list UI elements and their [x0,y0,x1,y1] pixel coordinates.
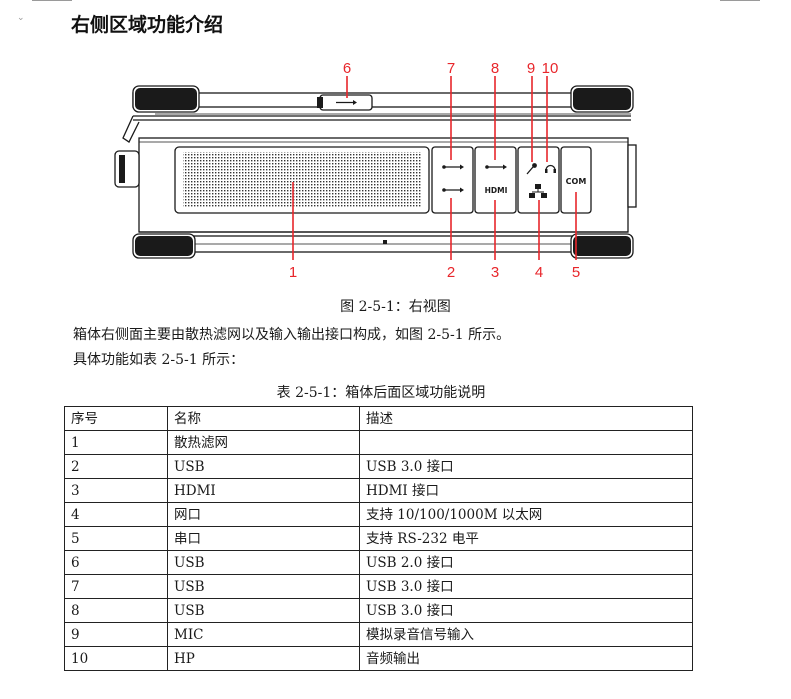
com-port-label: COM [566,177,587,186]
table-row: 2 USB USB 3.0 接口 [64,454,693,479]
table-row: 7 USB USB 3.0 接口 [64,574,693,599]
cell-index: 5 [64,526,168,551]
cell-name: MIC [167,622,360,647]
callout-8: 8 [491,60,499,77]
figure-caption: 图 2-5-1：右视图 [340,299,451,315]
top-rule-right [720,0,760,1]
hdmi-port-label: HDMI [485,186,508,195]
cell-index: 4 [64,502,168,527]
cell-index: 7 [64,574,168,599]
usb-icon [442,164,464,170]
callout-3: 3 [491,264,499,281]
table-row: 8 USB USB 3.0 接口 [64,598,693,623]
cell-index: 10 [64,646,168,671]
device-line-art [114,85,637,259]
table-caption: 表 2-5-1：箱体后面区域功能说明 [276,385,486,401]
port-icons [442,163,556,198]
callout-9: 9 [527,60,535,77]
cell-name: USB [167,574,360,599]
usb3-port-group [431,146,474,214]
cell-name: HP [167,646,360,671]
mic-icon [526,163,537,175]
table-row: 5 串口 支持 RS-232 电平 [64,526,693,551]
collapse-chevron-icon[interactable]: ⌄ [17,13,25,23]
callout-4: 4 [535,264,543,281]
ethernet-icon [529,184,547,198]
cell-description: USB 3.0 接口 [359,574,693,599]
callout-1: 1 [289,264,297,281]
top-rule-left [32,0,72,1]
callout-10: 10 [542,60,559,77]
callout-6: 6 [343,60,351,77]
callout-5: 5 [572,264,580,281]
cell-name: USB [167,454,360,479]
header-index: 序号 [64,406,168,431]
cell-index: 3 [64,478,168,503]
cell-name: 串口 [167,526,360,551]
callout-7: 7 [447,60,455,77]
function-table: 序号 名称 描述 1 散热滤网 2 USB USB 3.0 接口 3 HDMI … [64,406,693,671]
cell-description: 支持 10/100/1000M 以太网 [359,502,693,527]
cell-index: 1 [64,430,168,455]
header-name: 名称 [167,406,360,431]
cell-description: 音频输出 [359,646,693,671]
cell-description: 模拟录音信号输入 [359,622,693,647]
usb-icon [442,187,464,193]
cell-description: USB 3.0 接口 [359,598,693,623]
page-title: 右侧区域功能介绍 [71,14,224,36]
callout-2: 2 [447,264,455,281]
device-top-bar [132,92,632,108]
device-right-view-figure: HDMI COM 6 7 8 9 10 1 2 3 4 5 [114,60,637,281]
table-row: 3 HDMI HDMI 接口 [64,478,693,503]
table-row: 4 网口 支持 10/100/1000M 以太网 [64,502,693,527]
body-paragraph-2: 具体功能如表 2-5-1 所示： [73,352,245,368]
cell-index: 8 [64,598,168,623]
table-row: 1 散热滤网 [64,430,693,455]
cell-description: USB 2.0 接口 [359,550,693,575]
table-row: 10 HP 音频输出 [64,646,693,671]
usb-icon [485,164,507,170]
cell-name: HDMI [167,478,360,503]
cell-description: HDMI 接口 [359,478,693,503]
header-description: 描述 [359,406,693,431]
cell-name: 散热滤网 [167,430,360,455]
cell-description [359,430,693,455]
cell-index: 6 [64,550,168,575]
callout-lines [292,76,577,260]
table-header-row: 序号 名称 描述 [64,406,693,431]
table-row: 9 MIC 模拟录音信号输入 [64,622,693,647]
headphone-icon [545,164,556,173]
cell-index: 9 [64,622,168,647]
body-paragraph-1: 箱体右侧面主要由散热滤网以及输入输出接口构成，如图 2-5-1 所示。 [73,327,511,343]
cell-index: 2 [64,454,168,479]
table-row: 6 USB USB 2.0 接口 [64,550,693,575]
cell-name: 网口 [167,502,360,527]
cell-name: USB [167,550,360,575]
cell-description: USB 3.0 接口 [359,454,693,479]
cell-description: 支持 RS-232 电平 [359,526,693,551]
cell-name: USB [167,598,360,623]
